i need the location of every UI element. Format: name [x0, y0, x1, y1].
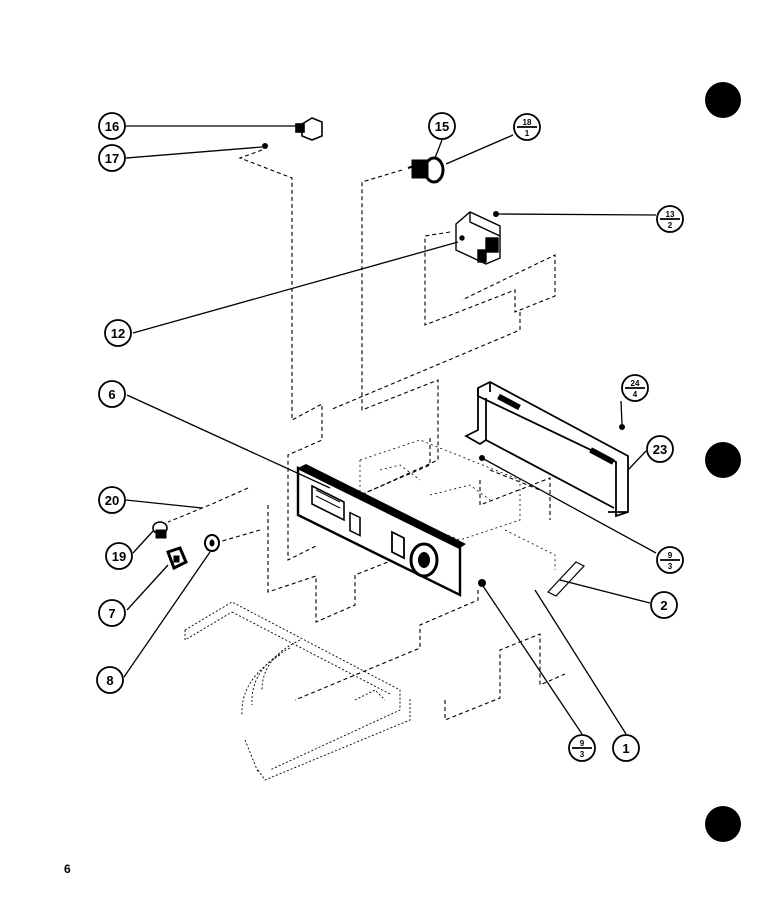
callout-9a: 93 — [656, 546, 684, 574]
callout-label: 20 — [105, 493, 119, 508]
guide-line-lower — [211, 529, 261, 545]
callout-circle — [612, 734, 640, 762]
callout-numerator: 9 — [580, 739, 585, 748]
callout-label: 8 — [106, 673, 113, 688]
control-panel — [296, 464, 466, 597]
callout-circle — [105, 542, 133, 570]
callout-label: 19 — [112, 549, 126, 564]
screw-9-lower — [478, 579, 486, 587]
callout-label: 12 — [111, 326, 125, 341]
callout-denominator: 1 — [525, 129, 530, 138]
callout-circle — [98, 144, 126, 172]
guide-line-8 — [267, 505, 399, 623]
callout-20: 20 — [98, 486, 126, 514]
callout-circle — [428, 112, 456, 140]
callout-15: 15 — [428, 112, 456, 140]
callout-denominator: 4 — [633, 390, 638, 399]
timer-assembly — [455, 211, 501, 265]
rear-mounting-bracket — [464, 380, 629, 518]
callout-circle — [98, 112, 126, 140]
callout-circle — [98, 599, 126, 627]
callout-18: 181 — [513, 113, 541, 141]
page-number: 6 — [64, 862, 71, 876]
screw-13 — [493, 211, 499, 217]
callout-label: 2 — [660, 598, 667, 613]
callout-circle — [98, 380, 126, 408]
callout-6: 6 — [98, 380, 126, 408]
selector-switch — [407, 156, 445, 184]
callout-label: 15 — [435, 119, 449, 134]
callout-denominator: 3 — [668, 562, 673, 571]
callout-circle — [98, 486, 126, 514]
callout-12: 12 — [104, 319, 132, 347]
callout-24: 244 — [621, 374, 649, 402]
callout-denominator: 3 — [580, 750, 585, 759]
screw-24 — [619, 424, 625, 430]
callout-circle — [650, 591, 678, 619]
callout-numerator: 24 — [631, 379, 640, 388]
guide-line-12b — [329, 312, 521, 411]
knob-19 — [152, 521, 168, 539]
callout-16: 16 — [98, 112, 126, 140]
callout-9b: 93 — [568, 734, 596, 762]
callout-13: 132 — [656, 205, 684, 233]
callout-numerator: 9 — [668, 551, 673, 560]
callout-17: 17 — [98, 144, 126, 172]
button-cap-7 — [166, 546, 188, 571]
binder-hole-bottom — [705, 806, 741, 842]
assembly-guide-lines — [167, 149, 566, 721]
fasteners — [262, 143, 625, 587]
callout-2: 2 — [650, 591, 678, 619]
callout-label: 17 — [105, 151, 119, 166]
callout-label: 7 — [108, 606, 115, 621]
binder-hole-middle — [705, 442, 741, 478]
callout-circle — [104, 319, 132, 347]
guide-line-15 — [349, 169, 439, 501]
callout-numerator: 13 — [666, 210, 675, 219]
callout-23: 23 — [646, 435, 674, 463]
callout-numerator: 18 — [523, 118, 532, 127]
guide-line-16 — [238, 149, 323, 561]
binder-hole-top — [705, 82, 741, 118]
callout-denominator: 2 — [668, 221, 673, 230]
callout-label: 23 — [653, 442, 667, 457]
cabinet-top-outline — [184, 601, 411, 781]
callout-circle — [96, 666, 124, 694]
guide-line-9a — [489, 469, 541, 491]
guide-line-9b — [294, 590, 479, 701]
guide-line-bottom — [444, 633, 566, 721]
switch-slot — [349, 511, 361, 537]
callout-7: 7 — [98, 599, 126, 627]
washer-8 — [204, 534, 220, 552]
switch-actuator — [295, 117, 323, 141]
callout-19: 19 — [105, 542, 133, 570]
callout-label: 6 — [108, 387, 115, 402]
leader-lines — [123, 125, 657, 735]
callout-label: 1 — [622, 741, 629, 756]
guide-line-right — [479, 477, 551, 520]
callout-label: 16 — [105, 119, 119, 134]
guide-line-12 — [424, 231, 556, 326]
display-window — [311, 484, 345, 522]
callout-8: 8 — [96, 666, 124, 694]
callout-circle — [646, 435, 674, 463]
push-button-slot — [391, 530, 405, 560]
guide-line-20 — [167, 487, 249, 523]
cross-support — [547, 561, 585, 597]
callout-1: 1 — [612, 734, 640, 762]
screw-17 — [262, 143, 268, 149]
